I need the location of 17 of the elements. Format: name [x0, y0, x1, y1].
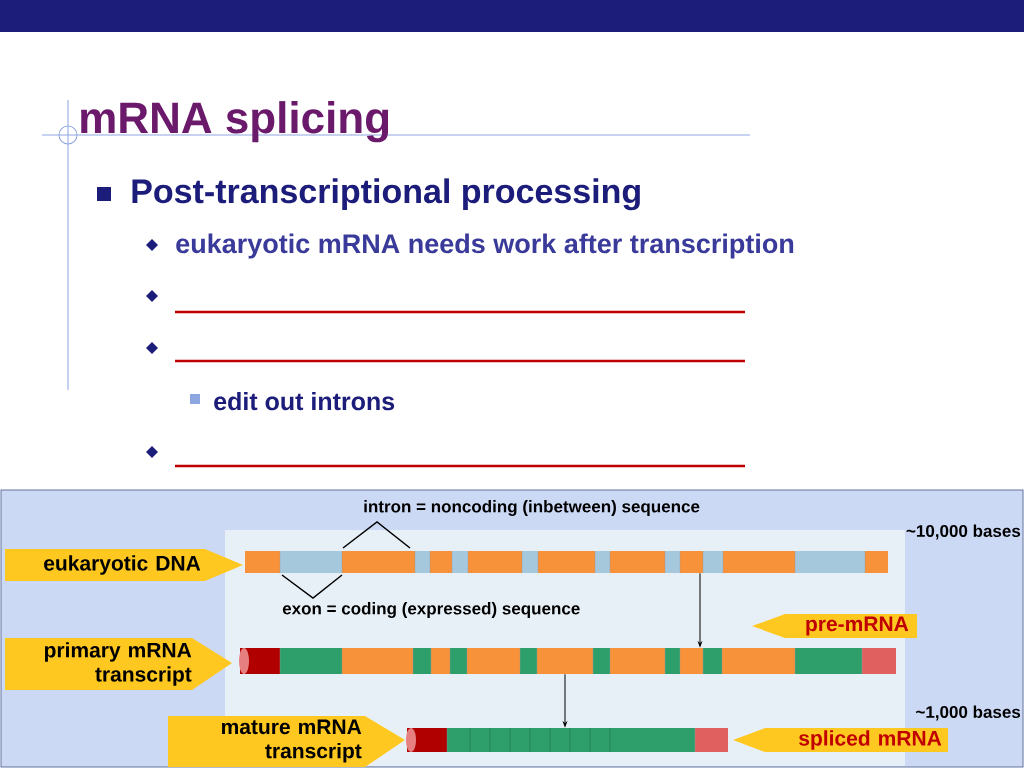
arrow: [698, 572, 702, 647]
dna-strand: [245, 550, 888, 574]
annotation-text: ~1,000 bases: [916, 705, 1021, 721]
bullet-text: Post-transcriptional processing: [132, 178, 640, 211]
arrow: [563, 673, 567, 727]
label-tag: mature mRNA transcript: [168, 716, 405, 767]
slide-title: mRNA splicing: [81, 101, 389, 143]
label-tag: spliced mRNA: [733, 728, 948, 752]
annotation-text: exon = coding (expressed) sequence: [282, 602, 580, 618]
label-tag: eukaryotic DNA: [5, 549, 243, 581]
bullet-text: edit out introns: [214, 391, 395, 411]
annotation-text: ~10,000 bases: [906, 524, 1021, 540]
label-tag: primary mRNA transcript: [5, 638, 232, 690]
bullet-text: eukaryotic mRNA needs work after transcription: [176, 233, 794, 259]
mrna-strand: [406, 727, 728, 753]
mrna-strand: [239, 647, 896, 675]
annotation-text: intron = noncoding (inbetween) sequence: [364, 500, 700, 516]
